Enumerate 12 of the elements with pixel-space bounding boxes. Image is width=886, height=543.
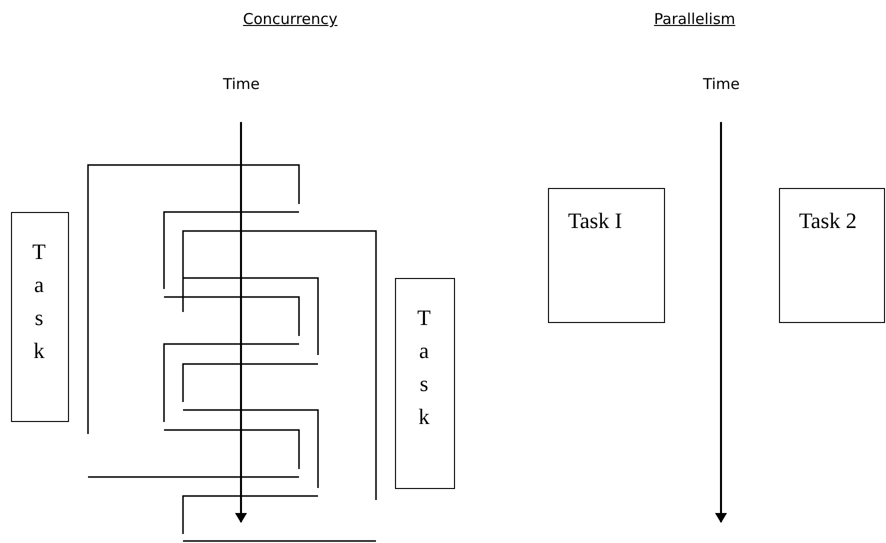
section-heading: Concurrency xyxy=(243,10,338,28)
section-heading: Parallelism xyxy=(654,10,736,28)
task-box xyxy=(779,188,885,323)
task-label: Task xyxy=(32,238,46,365)
task-label: Task I xyxy=(568,207,624,235)
task-label: Task xyxy=(417,304,431,431)
axis-label: Time xyxy=(223,75,260,93)
axis-label: Time xyxy=(703,75,740,93)
task-box xyxy=(548,188,665,323)
task-box xyxy=(11,212,69,422)
task-label: Task 2 xyxy=(799,207,858,235)
task-box xyxy=(395,278,455,489)
